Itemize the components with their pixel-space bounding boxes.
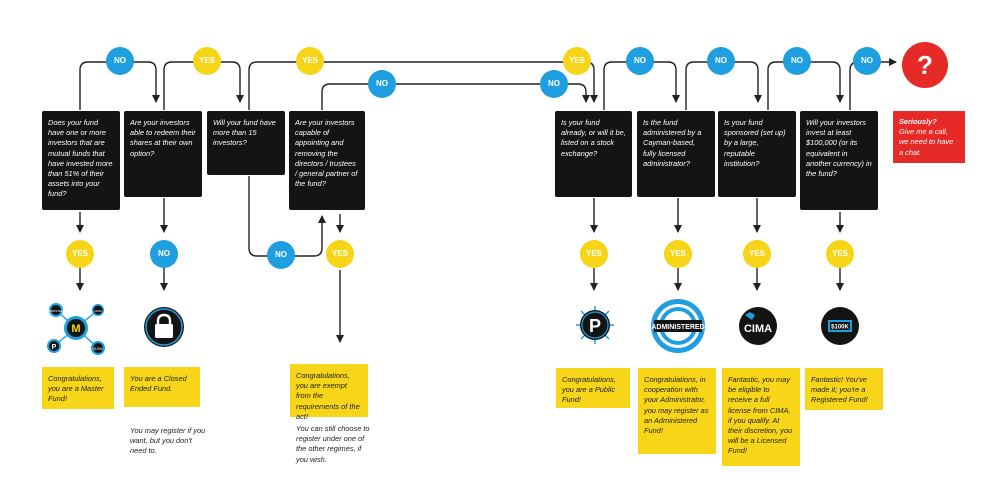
node-no-q4: NO — [368, 70, 396, 98]
question-box-2: Are your investors able to redeem their … — [124, 111, 202, 197]
result-master-fund: Congratulations, you are a Master Fund! — [42, 367, 114, 409]
registered-fund-label: $100K — [831, 325, 849, 331]
cima-label: CIMA — [744, 323, 772, 335]
administered-label: ADMINISTERED — [651, 324, 704, 331]
node-no-q2: NO — [150, 240, 178, 268]
result-public-fund: Congratulations, you are a Public Fund! — [556, 368, 630, 408]
master-fund-icon: M ADMINISTERED CIMA P $100K — [45, 303, 105, 355]
node-yes-q4: YES — [326, 240, 354, 268]
node-yes-q1: YES — [66, 240, 94, 268]
question-box-8: Will your investors invest at least $100… — [800, 111, 878, 210]
result-closed-ended-fund: You are a Closed Ended Fund. — [124, 367, 200, 407]
node-yes-q3: YES — [296, 47, 324, 75]
node-yes-q5: YES — [580, 240, 608, 268]
node-no-q3: NO — [267, 241, 295, 269]
node-yes-q7: YES — [743, 240, 771, 268]
node-no-q8: NO — [853, 47, 881, 75]
alert-box: Seriously? Give me a call, we need to ha… — [893, 111, 965, 163]
result-registered-fund: Fantastic! You've made it; you're a Regi… — [805, 368, 883, 410]
administered-icon: ADMINISTERED — [651, 299, 705, 353]
note-exempt: You can still choose to register under o… — [296, 424, 370, 464]
node-yes-q6: YES — [664, 240, 692, 268]
master-tag-2: CIMA — [94, 309, 102, 313]
alert-body: Give me a call, we need to have a chat. — [899, 127, 954, 157]
note-closed-ended: You may register if you want, but you do… — [130, 426, 206, 456]
question-box-6: Is the fund administered by a Cayman-bas… — [637, 111, 715, 197]
connector-q3-q5 — [248, 61, 598, 110]
master-center-label: M — [71, 323, 80, 335]
question-box-1: Does your fund have one or more investor… — [42, 111, 120, 210]
node-no-q1: NO — [106, 47, 134, 75]
question-box-4: Are your investors capable of appointing… — [289, 111, 365, 210]
public-fund-letter: P — [589, 316, 601, 336]
node-no-q6: NO — [707, 47, 735, 75]
connector-q4-q5 — [321, 83, 590, 110]
node-yes-stock: YES — [563, 47, 591, 75]
result-administered-fund: Congratulations, in cooperation with you… — [638, 368, 716, 454]
cima-icon: CIMA — [739, 307, 777, 345]
question-mark-node: ? — [902, 42, 948, 88]
question-box-5: Is your fund already, or will it be, lis… — [555, 111, 632, 197]
node-no-q5: NO — [626, 47, 654, 75]
node-no-q7: NO — [783, 47, 811, 75]
registered-fund-icon: $100K — [821, 307, 859, 345]
master-tag-4: $100K — [93, 347, 104, 351]
node-yes-q2: YES — [193, 47, 221, 75]
result-licensed-fund: Fantastic, you may be eligible to receiv… — [722, 368, 800, 466]
public-fund-icon: P — [576, 306, 614, 344]
alert-title: Seriously? — [899, 117, 937, 126]
question-box-7: Is your fund sponsored (set up) by a lar… — [718, 111, 796, 197]
master-tag-1: ADMINISTERED — [45, 309, 69, 313]
question-box-3: Will your fund have more than 15 investo… — [207, 111, 285, 175]
master-tag-3: P — [52, 344, 57, 351]
node-no-q4b: NO — [540, 70, 568, 98]
lock-icon — [144, 307, 184, 347]
result-exempt: Congratulations, you are exempt from the… — [290, 364, 368, 421]
node-yes-q8: YES — [826, 240, 854, 268]
